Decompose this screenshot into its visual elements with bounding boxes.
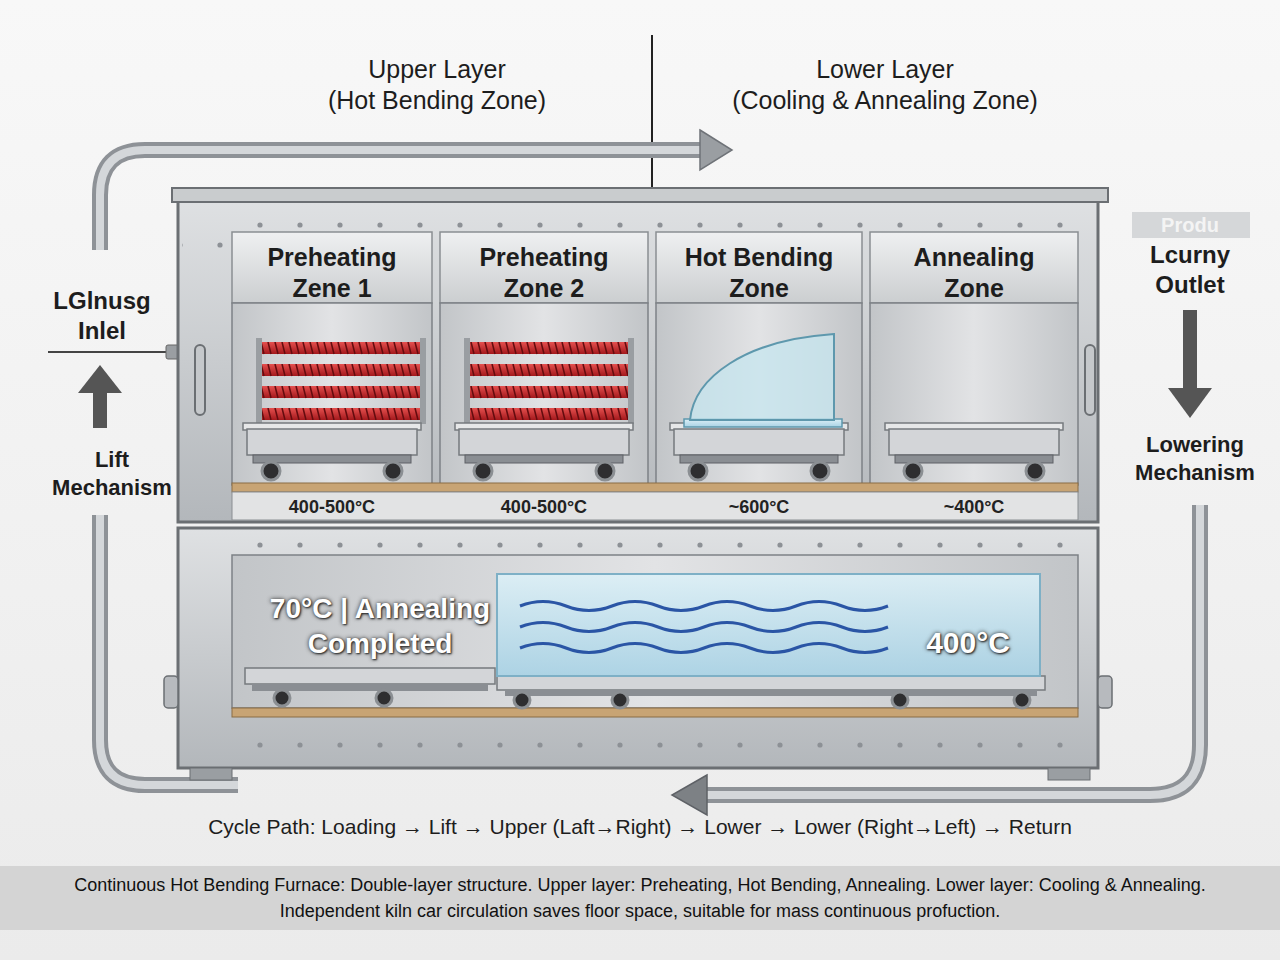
chamber-interior <box>232 555 1078 708</box>
arrow-head <box>700 130 732 170</box>
zone-title: Hot Bending Zone <box>674 242 844 304</box>
inlet-label: LGlnusg Inlel <box>47 286 157 346</box>
lowering-arrow <box>1183 310 1197 390</box>
heater-coil <box>470 342 628 420</box>
car-wheel <box>274 690 290 706</box>
heat-wave <box>520 623 888 632</box>
chamber-interior <box>870 303 1078 485</box>
zone-header-panel <box>656 232 862 303</box>
heater-bracket <box>256 338 262 424</box>
layer-subheading: (Hot Bending Zone) <box>227 85 647 115</box>
kiln-car <box>455 423 633 480</box>
outlet-tag <box>1132 212 1250 238</box>
status-label: 70°C | Annealing Completed <box>250 591 510 661</box>
car-wheel <box>1014 692 1030 708</box>
hot-bending-zone: Hot Bending Zone ~600°C <box>656 232 862 520</box>
mechanism-label: Lift Mechanism <box>42 446 182 502</box>
kiln-car <box>505 690 1037 696</box>
car-wheel <box>892 692 908 708</box>
heat-wave <box>520 644 888 653</box>
lowering-arrow <box>1168 388 1212 418</box>
heater-coil <box>262 342 420 420</box>
kiln-car <box>243 423 421 480</box>
rail-floor <box>232 483 1078 492</box>
car-wheel <box>376 690 392 706</box>
preheating-zone: Preheating Zene 1 400-500°C <box>232 232 432 520</box>
annealing-zone: Annealing Zone ~400°C <box>870 232 1078 520</box>
leader-line <box>48 351 172 353</box>
chamber-interior <box>440 303 648 485</box>
cooling-chamber: 70°C | Annealing Completed 400°C <box>232 555 1078 708</box>
mechanism-label: Lowering Mechanism <box>1120 431 1270 487</box>
kiln-car <box>497 676 1045 690</box>
caption-text: Continuous Hot Bending Furnace: Double-l… <box>25 872 1255 924</box>
caption-band <box>0 866 1280 930</box>
zone-temperature: 400-500°C <box>237 496 427 518</box>
rivet-row <box>232 738 1078 748</box>
outlet-label: Lcurny Outlet <box>1140 240 1240 300</box>
bent-glass <box>690 334 834 420</box>
zone-title: Preheating Zone 2 <box>459 242 629 304</box>
side-knob <box>1098 676 1112 708</box>
layer-subheading: (Cooling & Annealing Zone) <box>655 85 1115 115</box>
outlet-tag-text: Produ <box>1131 213 1249 237</box>
temperature-label: 400°C <box>908 625 1028 661</box>
kiln-car <box>885 423 1063 480</box>
top-rim <box>172 188 1108 202</box>
lift-arrow <box>78 365 122 393</box>
rivet-row <box>232 538 1078 548</box>
arrow-head <box>672 775 707 815</box>
cycle-path-note: Cycle Path: Loading → Lift → Upper (Laft… <box>40 814 1240 840</box>
furnace-foot <box>190 768 232 780</box>
door-handle <box>195 345 205 415</box>
layer-heading: Lower Layer <box>655 54 1115 84</box>
zone-temperature: ~600°C <box>664 496 854 518</box>
upper-furnace-body <box>178 196 1098 522</box>
lift-arrow <box>93 390 107 428</box>
car-wheel <box>514 692 530 708</box>
glass-cooling-box <box>497 574 1040 676</box>
furnace-foot <box>1048 768 1090 780</box>
kiln-car <box>252 684 488 691</box>
zone-header-panel <box>232 232 432 303</box>
rail-floor <box>232 708 1078 717</box>
kiln-car <box>245 668 495 684</box>
heater-bracket <box>420 338 426 424</box>
rivet-row <box>232 218 1078 228</box>
side-knob <box>164 676 178 708</box>
heat-wave <box>520 602 888 611</box>
lower-furnace-body <box>178 528 1098 768</box>
heater-bracket <box>464 338 470 424</box>
zone-temperature: ~400°C <box>879 496 1069 518</box>
car-wheel <box>612 692 628 708</box>
chamber-interior <box>656 303 862 485</box>
temperature-strip <box>232 492 1078 520</box>
zone-title: Preheating Zene 1 <box>247 242 417 304</box>
door-handle <box>1085 345 1095 415</box>
zone-header-panel <box>440 232 648 303</box>
rivet-row <box>182 240 228 250</box>
zone-header-panel <box>870 232 1078 303</box>
heater-bracket <box>628 338 634 424</box>
kiln-car <box>670 423 848 480</box>
zone-title: Annealing Zone <box>889 242 1059 304</box>
zone-temperature: 400-500°C <box>449 496 639 518</box>
preheating-zone: Preheating Zone 2 400-500°C <box>440 232 648 520</box>
chamber-interior <box>232 303 432 485</box>
layer-heading: Upper Layer <box>227 54 647 84</box>
